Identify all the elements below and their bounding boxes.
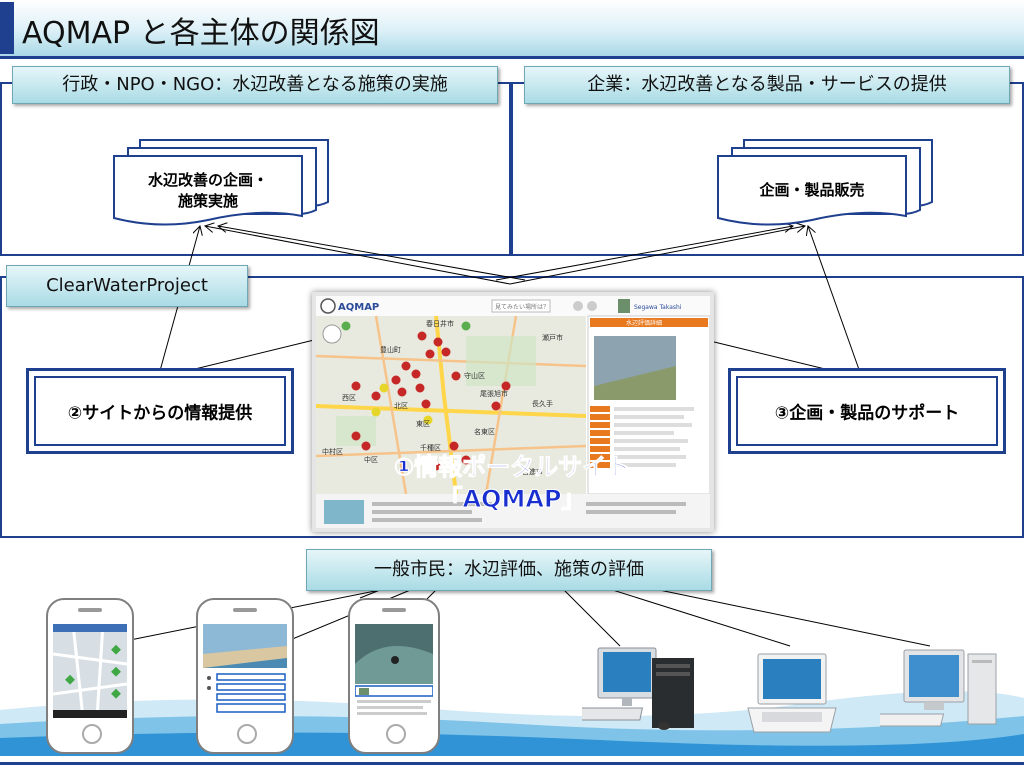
- biz-document-stack: 企画・製品販売: [714, 138, 936, 228]
- home-button-icon: [82, 724, 102, 744]
- speaker-icon: [78, 608, 102, 612]
- svg-text:中村区: 中村区: [322, 447, 343, 456]
- arrow-portal-to-biz-doc-a: [509, 226, 805, 285]
- smartphone-1: [46, 598, 134, 754]
- smartphone-beach-screen: [203, 624, 287, 718]
- speaker-icon: [233, 608, 257, 612]
- gov-doc-line2: 施策実施: [177, 192, 238, 210]
- line-device-desktop-2: [639, 585, 931, 647]
- smartphone-2: [196, 598, 294, 754]
- document-stack-icon: [717, 139, 933, 226]
- search-placeholder-text: 見てみたい場所は？: [495, 303, 549, 311]
- smartphone-map-screen: [53, 624, 127, 718]
- site-info-box: ②サイトからの情報提供: [26, 368, 294, 454]
- svg-text:千種区: 千種区: [420, 443, 441, 452]
- document-stack-icon: [113, 139, 329, 226]
- speaker-icon: [382, 608, 406, 612]
- page-title: AQMAP と各主体の関係図: [22, 16, 380, 51]
- arrow-portal-to-gov-doc-b: [218, 226, 526, 281]
- title-rule: [0, 56, 1024, 59]
- wave-background: [0, 691, 1024, 768]
- site-info-label: ②サイトからの情報提供: [67, 403, 253, 424]
- map-pan-control-icon: [322, 324, 342, 344]
- aqmap-screenshot: AQMAP 見てみたい場所は？ Segawa Takashi: [312, 292, 714, 532]
- government-header: 行政・NPO・NGO：水辺改善となる施策の実施: [12, 66, 498, 104]
- arrow-portal-to-biz-doc-b: [495, 226, 793, 281]
- line-device-laptop: [599, 585, 791, 647]
- project-header: ClearWaterProject: [6, 265, 248, 307]
- desktop-computer-icon: [880, 649, 997, 727]
- citizens-header: 一般市民：水辺評価、施策の評価: [306, 549, 712, 591]
- svg-text:西区: 西区: [342, 394, 356, 402]
- portal-title-line2: 「AQMAP」: [438, 485, 586, 514]
- line-device-desktop-1: [559, 585, 621, 647]
- biz-doc-label: 企画・製品販売: [759, 181, 865, 199]
- arrow-portal-to-gov-doc-a: [205, 226, 511, 285]
- svg-text:名東区: 名東区: [474, 427, 495, 436]
- home-button-icon: [386, 724, 406, 744]
- aqmap-logo-icon: [320, 298, 336, 314]
- arrow-right-box-to-biz-doc: [808, 226, 863, 379]
- portal-title-line1: ①情報ポータルサイト: [393, 453, 631, 482]
- planning-support-box: ③企画・製品のサポート: [728, 368, 1006, 454]
- svg-text:中区: 中区: [364, 455, 378, 464]
- smartphone-3: [348, 598, 440, 754]
- title-accent: [0, 2, 14, 54]
- planning-support-label: ③企画・製品のサポート: [774, 403, 960, 424]
- svg-text:水辺評価詳細: 水辺評価詳細: [626, 319, 662, 327]
- home-button-icon: [237, 724, 257, 744]
- title-bar: AQMAP と各主体の関係図: [0, 0, 1024, 56]
- smartphone-surf-screen: [355, 624, 433, 718]
- svg-text:瀬戸市: 瀬戸市: [542, 333, 563, 342]
- svg-text:春日井市: 春日井市: [426, 319, 454, 328]
- gov-document-stack: 水辺改善の企画・ 施策実施: [110, 138, 332, 228]
- svg-text:日進市: 日進市: [522, 467, 543, 476]
- business-header: 企業：水辺改善となる製品・サービスの提供: [524, 66, 1010, 104]
- gov-doc-line1: 水辺改善の企画・: [147, 171, 268, 189]
- svg-text:東区: 東区: [416, 419, 430, 428]
- svg-text:守山区: 守山区: [464, 371, 485, 380]
- svg-text:北区: 北区: [394, 402, 408, 410]
- svg-text:豊山町: 豊山町: [380, 345, 401, 354]
- svg-text:長久手: 長久手: [532, 399, 553, 408]
- laptop-icon: [747, 653, 837, 733]
- aqmap-screenshot-image: AQMAP 見てみたい場所は？ Segawa Takashi: [316, 296, 710, 528]
- user-name-text: Segawa Takashi: [634, 304, 682, 311]
- avatar-icon: [618, 299, 630, 313]
- svg-text:尾張旭市: 尾張旭市: [480, 389, 508, 398]
- aqmap-logo-text: AQMAP: [338, 302, 379, 313]
- desktop-computer-icon: [582, 647, 694, 730]
